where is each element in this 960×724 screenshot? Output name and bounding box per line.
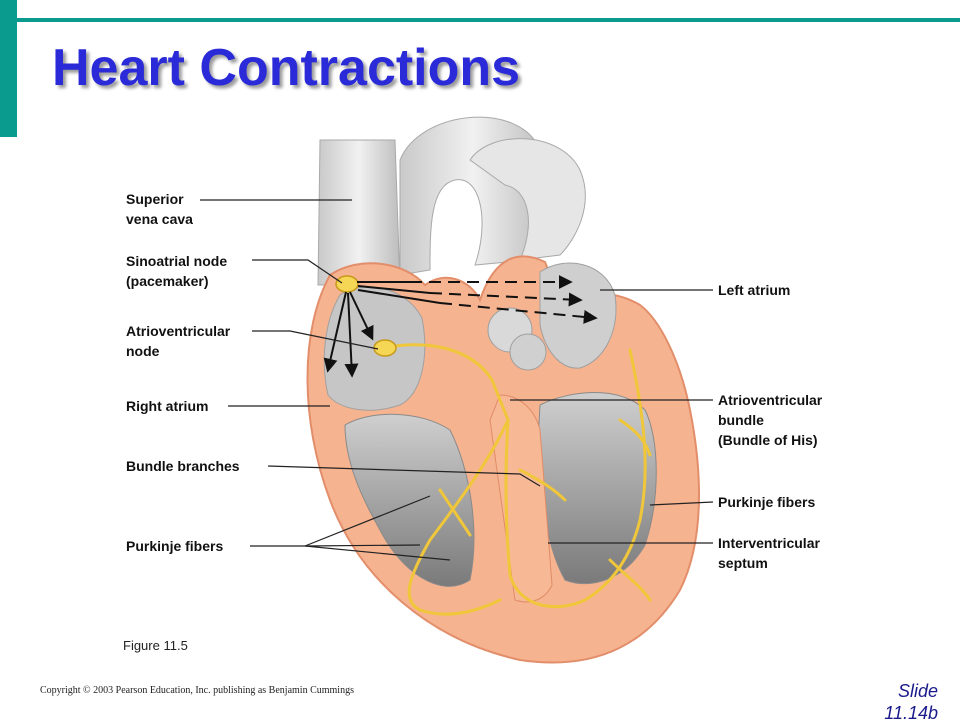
label-superior-vena-cava: Superior vena cava [126,189,193,229]
leader-lines [200,199,714,561]
label-line: Atrioventricular [718,392,823,408]
valves [487,307,547,371]
label-line: Superior [126,191,184,207]
label-line: Sinoatrial node [126,253,228,269]
label-purkinje-fibers-right: Purkinje fibers [718,492,815,512]
label-line: septum [718,555,768,571]
conduction-system [383,343,652,616]
label-line: Interventricular [718,535,820,551]
slide-number-line: Slide [897,681,938,701]
slide-title: Heart Contractions [52,39,521,97]
label-line: Purkinje fibers [126,538,224,554]
accent-bar [0,0,17,137]
label-line: Left atrium [718,282,791,298]
slide-number: Slide 11.14b [862,680,938,724]
label-right-atrium: Right atrium [126,396,208,416]
label-sinoatrial-node: Sinoatrial node (pacemaker) [126,251,227,291]
copyright-notice: Copyright © 2003 Pearson Education, Inc.… [40,685,354,696]
label-line: (Bundle of His) [718,432,818,448]
pulmonary-trunk-vessel [469,138,586,261]
label-line: bundle [718,412,764,428]
label-line: Bundle branches [126,458,240,474]
label-purkinje-fibers-left: Purkinje fibers [126,536,223,556]
label-line: Right atrium [126,398,209,414]
great-vessels [317,116,586,286]
label-atrioventricular-node: Atrioventricular node [126,321,230,361]
label-line: node [126,343,160,359]
right-ventricle-chamber [344,413,475,587]
label-bundle-branches: Bundle branches [126,456,240,476]
label-interventricular-septum: Interventricular septum [718,533,820,573]
slide-number-line: 11.14b [884,703,938,723]
accent-line [17,18,960,22]
av-node [373,339,397,357]
impulse-arrows [323,275,598,378]
left-ventricle-chamber [538,392,657,585]
label-line: (pacemaker) [126,273,209,289]
label-line: vena cava [126,211,193,227]
figure-label: Figure 11.5 [123,638,188,653]
label-line: Purkinje fibers [718,494,816,510]
sa-node [335,275,359,293]
label-av-bundle: Atrioventricular bundle (Bundle of His) [718,390,822,450]
label-line: Atrioventricular [126,323,231,339]
label-left-atrium: Left atrium [718,280,790,300]
